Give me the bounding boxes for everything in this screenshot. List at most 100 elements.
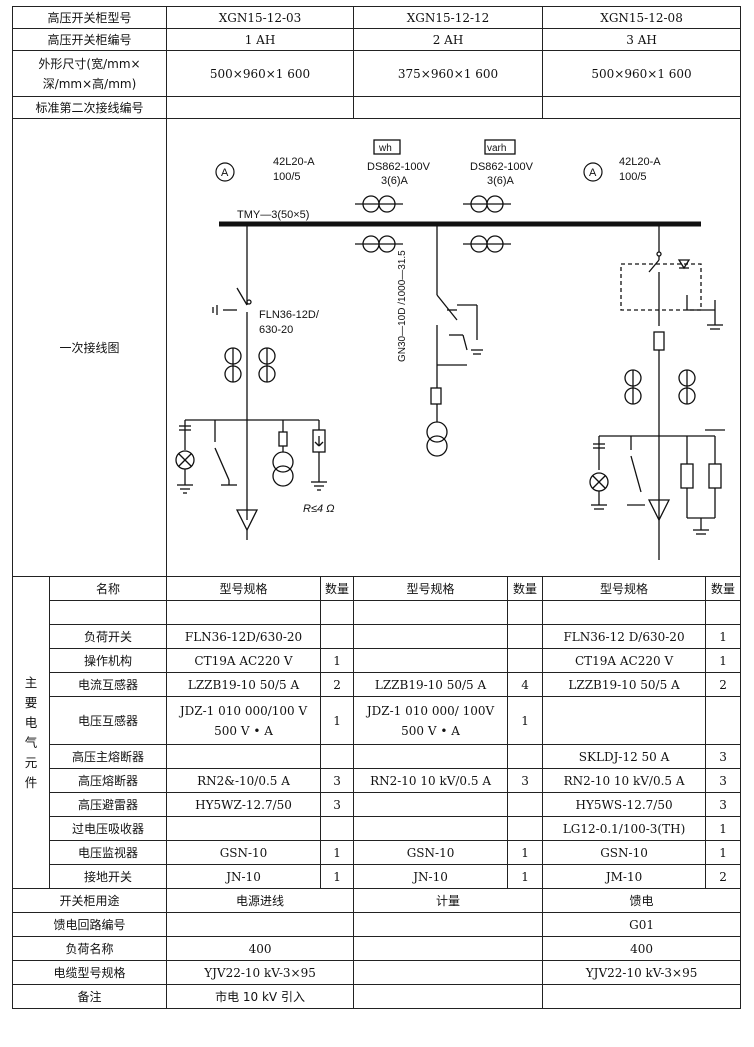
ammeter-right-symbol: A (589, 167, 597, 179)
cell-value: 500×960×1 600 (542, 50, 742, 97)
cell-value: YJV22-10 kV-3×95 (166, 960, 355, 985)
spec: HY5WZ-12.7/50 (166, 792, 322, 817)
qty: 4 (507, 672, 544, 697)
component-name: 过电压吸收器 (48, 816, 168, 841)
load-switch-rating: 630-20 (259, 324, 293, 336)
spec: FLN36-12 D/630-20 (542, 624, 707, 649)
qty: 1 (705, 816, 742, 841)
components-header-row: 主 要 电 气 元 件 名称 型号规格 数量 型号规格 数量 型号规格 数量 (12, 576, 742, 889)
row-label: 馈电回路编号 (11, 912, 168, 937)
qty: 1 (705, 648, 742, 673)
spec: LZZB19-10 50/5 A (166, 672, 322, 697)
component-name: 操作机构 (48, 648, 168, 673)
spec: FLN36-12D/630-20 (166, 624, 322, 649)
qty: 1 (507, 840, 544, 865)
spec (542, 696, 707, 745)
spec: LG12-0.1/100-3(TH) (542, 816, 707, 841)
row-label: 外形尺寸(宽/mm× 深/mm×高/mm) (11, 50, 168, 97)
col-header-spec: 型号规格 (353, 576, 509, 601)
section-label: 主 要 电 气 元 件 (12, 576, 50, 889)
qty: 3 (705, 792, 742, 817)
component-name: 负荷开关 (48, 624, 168, 649)
cell-value: 电源进线 (166, 888, 355, 913)
col-header-spec: 型号规格 (166, 576, 322, 601)
section-char: 件 (24, 774, 38, 790)
row-remarks: 备注 市电 10 kV 引入 (11, 984, 742, 1009)
row-dimensions: 外形尺寸(宽/mm× 深/mm×高/mm) 500×960×1 600 375×… (11, 50, 742, 97)
cell-value: 375×960×1 600 (353, 50, 544, 97)
cell-value: 400 (166, 936, 355, 961)
cell-value (353, 984, 544, 1009)
qty (507, 600, 544, 625)
row-usage: 开关柜用途 电源进线 计量 馈电 (11, 888, 742, 913)
cell-value: XGN15-12-12 (353, 6, 544, 29)
spec: HY5WS-12.7/50 (542, 792, 707, 817)
qty: 2 (705, 672, 742, 697)
ammeter-left-ratio: 100/5 (273, 171, 301, 183)
col-header-spec: 型号规格 (542, 576, 707, 601)
varh-meter-symbol: varh (487, 143, 506, 154)
qty: 1 (705, 840, 742, 865)
spec: JN-10 (353, 864, 509, 889)
cell-value: YJV22-10 kV-3×95 (542, 960, 742, 985)
label-line: 外形尺寸(宽/mm× (38, 56, 141, 71)
qty (507, 816, 544, 841)
spec (353, 792, 509, 817)
qty: 3 (705, 768, 742, 793)
spec: GSN-10 (166, 840, 322, 865)
cell-value: XGN15-12-08 (542, 6, 742, 29)
spec: GSN-10 (542, 840, 707, 865)
qty: 2 (705, 864, 742, 889)
qty: 1 (320, 840, 355, 865)
varh-meter-rating: 3(6)A (487, 175, 515, 187)
qty: 1 (507, 864, 544, 889)
col-header-name: 名称 (48, 576, 168, 601)
table-row: 过电压吸收器 LG12-0.1/100-3(TH)1 (13, 816, 742, 841)
wh-meter-model: DS862-100V (367, 161, 431, 173)
qty: 2 (320, 672, 355, 697)
spec (166, 744, 322, 769)
spec: JM-10 (542, 864, 707, 889)
qty: 3 (507, 768, 544, 793)
row-cable-spec: 电缆型号规格 YJV22-10 kV-3×95 YJV22-10 kV-3×95 (11, 960, 742, 985)
spec: RN2&-10/0.5 A (166, 768, 322, 793)
qty: 1 (320, 648, 355, 673)
qty (705, 696, 742, 745)
table-row (13, 600, 742, 625)
component-name: 高压主熔断器 (48, 744, 168, 769)
varh-meter-model: DS862-100V (470, 161, 534, 173)
wh-meter-box (373, 138, 401, 155)
cell-value: G01 (542, 912, 742, 937)
row-load-name: 负荷名称 400 400 (11, 936, 742, 961)
qty: 3 (705, 744, 742, 769)
cell-value (542, 984, 742, 1009)
qty (507, 624, 544, 649)
spec: RN2-10 10 kV/0.5 A (353, 768, 509, 793)
row-secondary-wiring: 标准第二次接线编号 (11, 96, 742, 119)
cell-value: 500×960×1 600 (166, 50, 355, 97)
cell-value: 1 AH (166, 28, 355, 51)
spec (353, 816, 509, 841)
cell-value (166, 96, 355, 119)
spec (166, 816, 322, 841)
row-label: 高压开关柜编号 (11, 28, 168, 51)
single-line-diagram: A 42L20-A 100/5 wh DS862-100V 3(6)A varh… (175, 138, 726, 560)
qty: 3 (320, 792, 355, 817)
ammeter-right-ratio: 100/5 (619, 171, 647, 183)
qty: 3 (320, 768, 355, 793)
qty (507, 744, 544, 769)
row-single-line-diagram: 一次接线图 (11, 118, 742, 577)
cell-value (353, 936, 544, 961)
cell-value (353, 960, 544, 985)
spec: CT19A AC220 V (542, 648, 707, 673)
ammeter-left-model: 42L20-A (273, 156, 315, 168)
row-label: 负荷名称 (11, 936, 168, 961)
wh-meter-rating: 3(6)A (381, 175, 409, 187)
diagram-label: 一次接线图 (11, 118, 168, 577)
cell-value: 计量 (353, 888, 544, 913)
